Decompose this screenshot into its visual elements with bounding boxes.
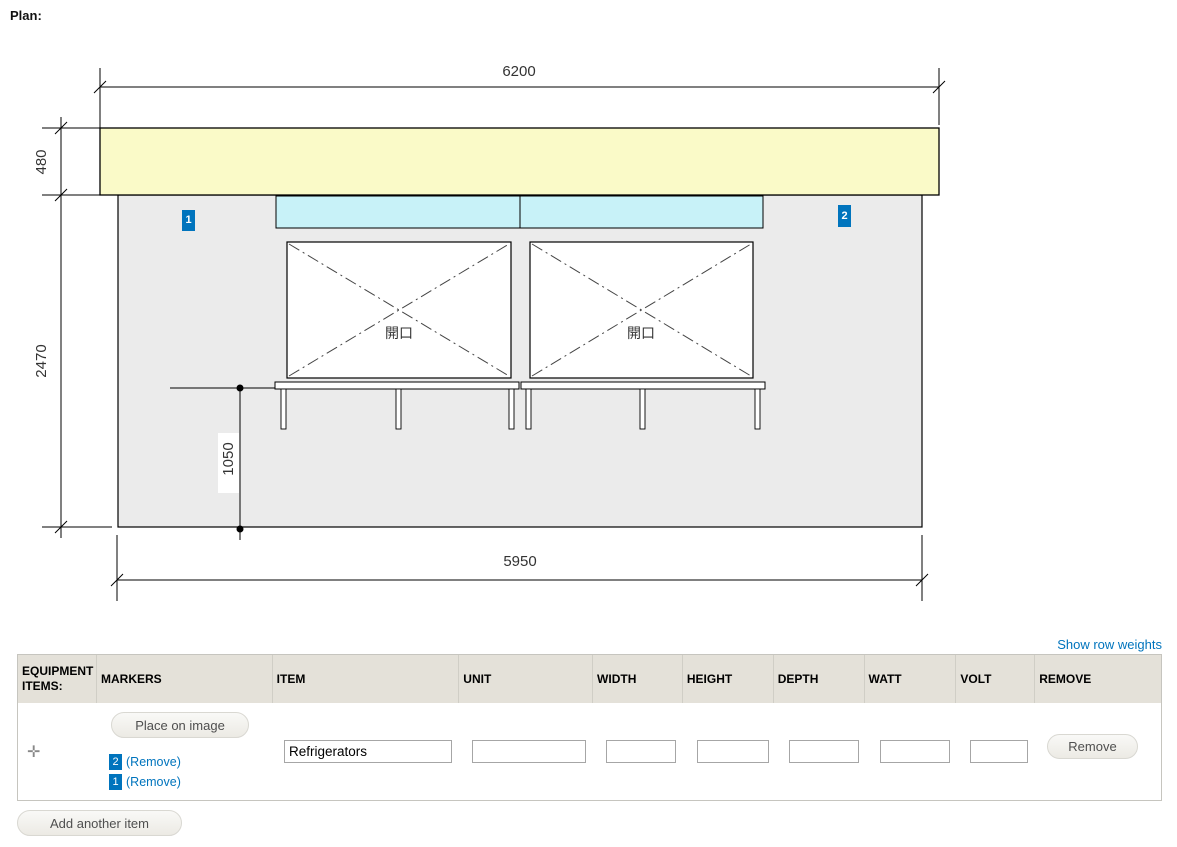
equipment-items-table: EQUIPMENT ITEMS: MARKERS ITEM UNIT WIDTH… [17, 654, 1162, 801]
marker-entry-1: 1 (Remove) [109, 774, 181, 790]
svg-text:開口: 開口 [385, 325, 413, 341]
header-width: WIDTH [593, 655, 683, 703]
show-row-weights-link[interactable]: Show row weights [1057, 637, 1162, 652]
svg-text:5950: 5950 [503, 553, 536, 570]
table-left [274, 381, 520, 430]
marker-chip-2[interactable]: 2 [109, 754, 122, 770]
add-another-item-button[interactable]: Add another item [17, 810, 182, 836]
marker-entry-2: 2 (Remove) [109, 754, 181, 770]
svg-text:開口: 開口 [627, 325, 655, 341]
place-on-image-button[interactable]: Place on image [111, 712, 249, 738]
plan-marker-1[interactable]: 1 [182, 210, 195, 231]
remove-row-button[interactable]: Remove [1047, 734, 1138, 759]
table-row: ✛ Place on image 2 (Remove) 1 (Remove) R… [18, 703, 1161, 800]
dimension-inner: 1050 [170, 384, 275, 540]
height-input[interactable] [697, 740, 769, 763]
header-watt: WATT [865, 655, 957, 703]
watt-input[interactable] [880, 740, 950, 763]
table-right [520, 381, 766, 430]
svg-text:480: 480 [33, 149, 50, 174]
drag-handle-icon[interactable]: ✛ [27, 744, 41, 761]
dimension-bottom: 5950 [110, 535, 929, 601]
svg-text:6200: 6200 [502, 63, 535, 80]
width-input[interactable] [606, 740, 676, 763]
header-unit: UNIT [459, 655, 594, 703]
opening-box-2: 開口 [529, 241, 754, 379]
volt-input[interactable] [970, 740, 1028, 763]
header-item: ITEM [273, 655, 460, 703]
header-remove: REMOVE [1039, 671, 1092, 686]
header-markers: MARKERS [97, 655, 273, 703]
header-height: HEIGHT [683, 655, 774, 703]
header-equipment-items: EQUIPMENT ITEMS: [18, 655, 97, 703]
header-volt: VOLT [956, 655, 1036, 703]
header-depth: DEPTH [774, 655, 865, 703]
opening-box-1: 開口 [286, 241, 512, 379]
counter-right [519, 195, 764, 229]
dimension-top: 6200 [93, 63, 946, 128]
plan-field-label: Plan: [10, 8, 42, 23]
item-input[interactable] [284, 740, 452, 763]
svg-text:2470: 2470 [33, 344, 50, 377]
svg-text:1050: 1050 [220, 442, 237, 475]
marker-remove-link-1[interactable]: (Remove) [126, 775, 181, 789]
marker-chip-1[interactable]: 1 [109, 774, 122, 790]
wall-band [99, 127, 940, 196]
marker-remove-link-2[interactable]: (Remove) [126, 755, 181, 769]
unit-input[interactable] [472, 740, 586, 763]
counter-left [275, 195, 521, 229]
depth-input[interactable] [789, 740, 859, 763]
plan-drawing: 6200 480 2470 開口 [33, 63, 946, 601]
table-header-row: EQUIPMENT ITEMS: MARKERS ITEM UNIT WIDTH… [18, 655, 1161, 703]
room-area [117, 194, 923, 528]
dimension-left: 480 2470 [33, 117, 112, 538]
plan-marker-2[interactable]: 2 [838, 205, 851, 227]
